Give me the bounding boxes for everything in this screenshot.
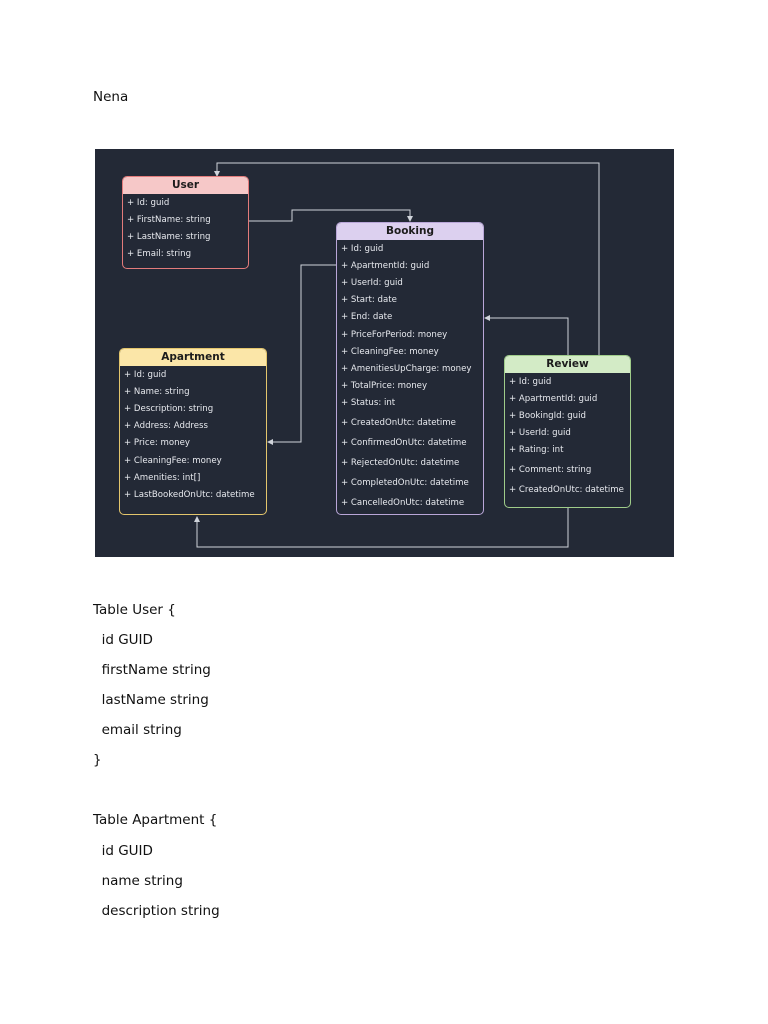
entity-field: + LastBookedOnUtc: datetime <box>124 490 255 500</box>
entity-field: + Description: string <box>124 404 214 414</box>
relationship-connectors <box>194 162 600 548</box>
entity-apartment: Apartment + Id: guid + Name: string + De… <box>119 348 267 515</box>
connector-review-booking <box>484 315 569 355</box>
code-line: } <box>93 752 102 768</box>
entity-booking-title: Booking <box>337 223 483 240</box>
entity-user: User + Id: guid + FirstName: string + La… <box>122 176 249 269</box>
entity-field: + Rating: int <box>509 445 564 455</box>
entity-field: + PriceForPeriod: money <box>341 330 448 340</box>
entity-apartment-title: Apartment <box>120 349 266 366</box>
code-line: lastName string <box>93 692 209 708</box>
entity-field: + CleaningFee: money <box>124 456 222 466</box>
entity-field: + Status: int <box>341 398 396 408</box>
entity-user-title: User <box>123 177 248 194</box>
er-diagram: User + Id: guid + FirstName: string + La… <box>95 149 674 557</box>
connector-review-user <box>214 162 600 355</box>
entity-field: + Comment: string <box>509 465 592 475</box>
code-line: description string <box>93 903 220 919</box>
code-line: Table Apartment { <box>93 812 218 828</box>
entity-field: + RejectedOnUtc: datetime <box>341 458 460 468</box>
entity-review: Review + Id: guid + ApartmentId: guid + … <box>504 355 631 508</box>
entity-field: + CompletedOnUtc: datetime <box>341 478 469 488</box>
connector-review-apartment <box>194 508 569 548</box>
entity-field: + ApartmentId: guid <box>509 394 598 404</box>
code-line: id GUID <box>93 843 153 859</box>
entity-field: + Address: Address <box>124 421 209 431</box>
entity-field: + LastName: string <box>127 232 211 242</box>
entity-field: + End: date <box>341 312 393 322</box>
entity-field: + UserId: guid <box>509 428 571 438</box>
entity-field: + Name: string <box>124 387 190 397</box>
code-line: name string <box>93 873 183 889</box>
entity-field: + Id: guid <box>127 198 170 208</box>
entity-field: + BookingId: guid <box>509 411 586 421</box>
connector-user-booking <box>249 209 413 222</box>
entity-field: + Start: date <box>341 295 397 305</box>
code-line: email string <box>93 722 182 738</box>
entity-field: + UserId: guid <box>341 278 403 288</box>
connector-booking-apartment <box>267 264 336 445</box>
entity-field: + CleaningFee: money <box>341 347 439 357</box>
entity-field: + Id: guid <box>341 244 384 254</box>
entity-field: + Id: guid <box>509 377 552 387</box>
entity-field: + CancelledOnUtc: datetime <box>341 498 465 508</box>
code-line: Table User { <box>93 602 176 618</box>
entity-field: + ApartmentId: guid <box>341 261 430 271</box>
entity-field: + Price: money <box>124 438 190 448</box>
entity-field: + TotalPrice: money <box>341 381 428 391</box>
code-line: id GUID <box>93 632 153 648</box>
code-line: firstName string <box>93 662 211 678</box>
entity-field: + Email: string <box>127 249 192 259</box>
entity-field: + ConfirmedOnUtc: datetime <box>341 438 467 448</box>
entity-field: + CreatedOnUtc: datetime <box>509 485 624 495</box>
entity-review-title: Review <box>505 356 630 373</box>
entity-field: + Id: guid <box>124 370 167 380</box>
entity-field: + CreatedOnUtc: datetime <box>341 418 456 428</box>
entity-field: + AmenitiesUpCharge: money <box>341 364 472 374</box>
entity-booking: Booking + Id: guid + ApartmentId: guid +… <box>336 222 484 515</box>
entity-field: + Amenities: int[] <box>124 473 201 483</box>
entity-field: + FirstName: string <box>127 215 211 225</box>
page-heading: Nena <box>93 89 129 105</box>
